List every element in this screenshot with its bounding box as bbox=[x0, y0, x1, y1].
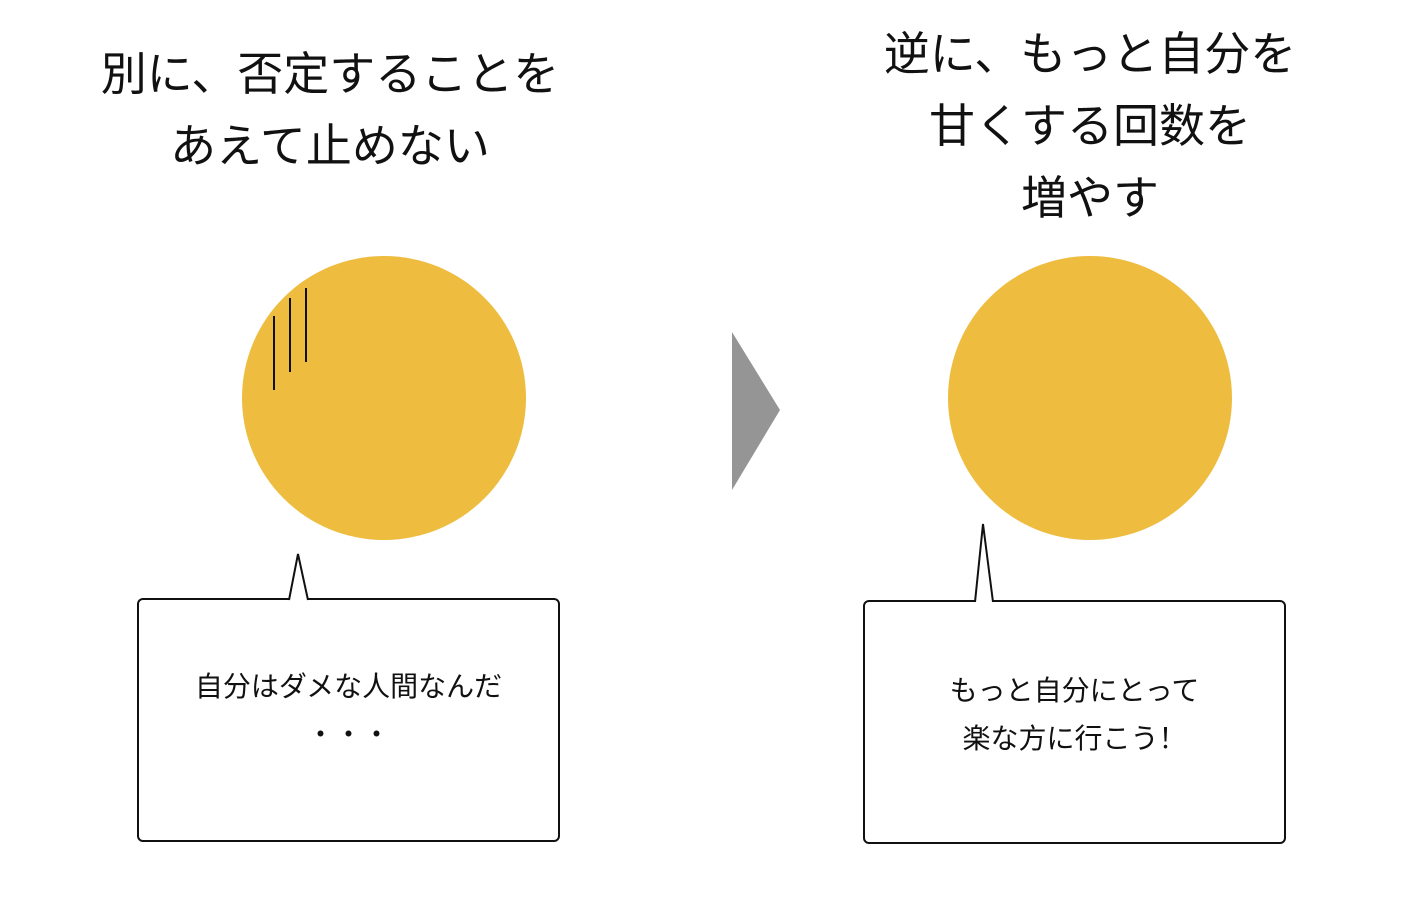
right-speech-bubble: もっと自分にとって 楽な方に行こう！ bbox=[863, 523, 1286, 844]
right-bubble-line-2: 楽な方に行こう！ bbox=[962, 722, 1187, 755]
left-title-line-1: 別に、否定することを bbox=[100, 47, 560, 101]
right-bubble-text: もっと自分にとって 楽な方に行こう！ bbox=[865, 667, 1284, 763]
right-bubble-tail bbox=[974, 523, 994, 603]
right-bubble-line-1: もっと自分にとって bbox=[949, 674, 1200, 707]
right-title: 逆に、もっと自分を 甘くする回数を 増やす bbox=[820, 18, 1360, 234]
cheerful-circle bbox=[948, 256, 1232, 540]
left-speech-bubble: 自分はダメな人間なんだ ・・・ bbox=[137, 553, 560, 842]
arrow-right-icon bbox=[732, 332, 780, 490]
left-bubble-line-1: 自分はダメな人間なんだ bbox=[194, 670, 503, 703]
gloom-lines-icon bbox=[273, 288, 307, 390]
left-title: 別に、否定することを あえて止めない bbox=[60, 38, 600, 182]
right-title-line-3: 増やす bbox=[1021, 171, 1159, 225]
right-title-line-1: 逆に、もっと自分を bbox=[883, 27, 1297, 81]
left-title-line-2: あえて止めない bbox=[170, 119, 490, 173]
left-bubble-text: 自分はダメな人間なんだ ・・・ bbox=[139, 663, 558, 759]
right-title-line-2: 甘くする回数を bbox=[929, 99, 1251, 153]
left-bubble-line-2: ・・・ bbox=[306, 718, 391, 751]
left-bubble-tail bbox=[288, 553, 309, 601]
